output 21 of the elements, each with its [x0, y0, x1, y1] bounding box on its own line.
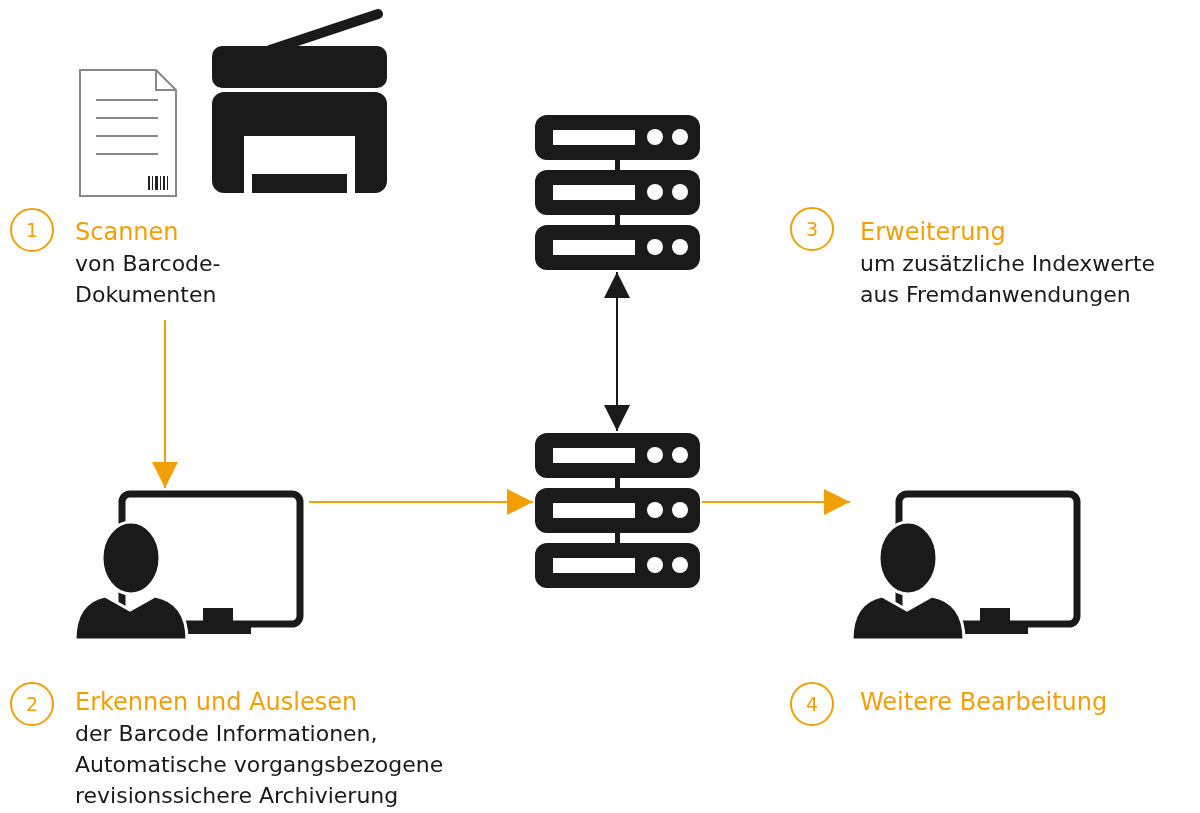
step-number: 3	[790, 207, 834, 251]
step-heading: Weitere Bearbeitung	[860, 687, 1109, 718]
step-heading: Erkennen und Auslesen	[75, 687, 359, 718]
step-heading: Scannen	[75, 217, 180, 248]
step-number: 2	[10, 682, 54, 726]
server-icon	[535, 115, 700, 270]
arrow	[701, 489, 851, 515]
workstation-icon	[75, 490, 307, 640]
scanner-icon	[212, 8, 387, 193]
server-icon	[535, 433, 700, 588]
arrow	[152, 319, 178, 489]
workstation-icon	[852, 490, 1084, 640]
arrow	[308, 489, 534, 515]
step-description: um zusätzliche Indexwerte aus Fremdanwendungen	[860, 250, 1157, 309]
step-description: der Barcode Informationen, Automatische vorgangsbezogene revisionssichere Archivierung	[75, 720, 445, 810]
step-description: von Barcode-Dokumenten	[75, 250, 222, 309]
step-number: 1	[10, 208, 54, 252]
step-heading: Erweiterung	[860, 217, 1007, 248]
step-number: 4	[790, 682, 834, 726]
arrow	[604, 271, 630, 432]
document-icon	[78, 68, 178, 198]
